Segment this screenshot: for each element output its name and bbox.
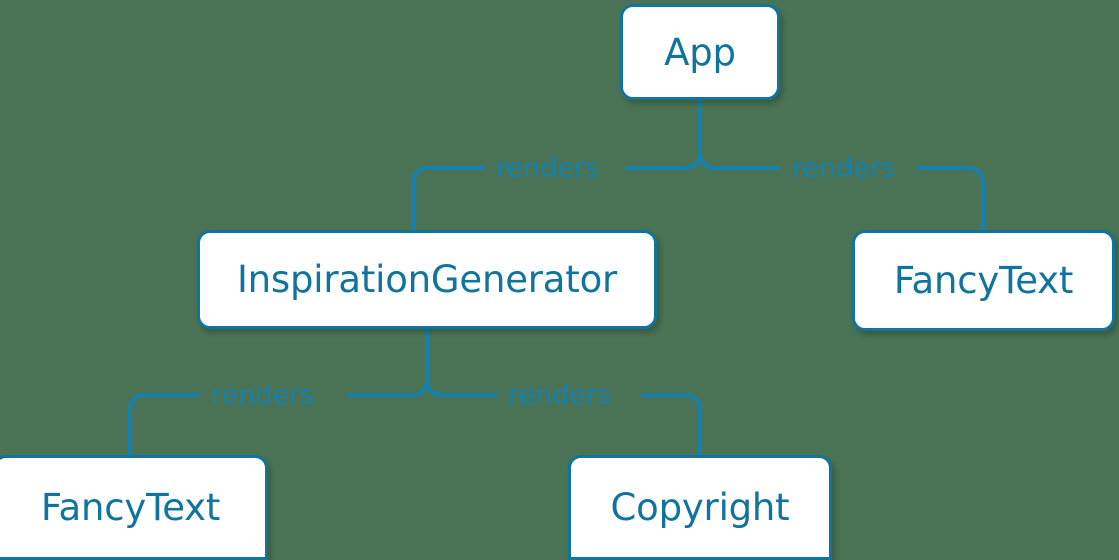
edge-label-inspirationgenerator-to-copyright: renders	[508, 380, 612, 411]
node-fancytext-left[interactable]: FancyText	[0, 455, 268, 560]
edge-ig-to-fancytext-bus-outer	[128, 393, 200, 457]
edge-ig-stem	[410, 329, 429, 397]
node-fancytext-right-label: FancyText	[893, 259, 1074, 302]
node-app[interactable]: App	[620, 4, 780, 100]
edge-app-stem	[683, 100, 702, 170]
node-app-label: App	[664, 30, 736, 74]
edge-label-inspirationgenerator-to-fancytext-left: renders	[211, 380, 315, 411]
edge-label-app-to-fancytext-right: renders	[792, 153, 896, 184]
node-inspirationgenerator-label: InspirationGenerator	[236, 258, 618, 301]
edge-ig-to-copyright-bus-outer	[641, 393, 702, 457]
node-inspirationgenerator[interactable]: InspirationGenerator	[197, 230, 657, 329]
node-fancytext-right[interactable]: FancyText	[852, 230, 1115, 331]
edge-label-app-to-inspirationgenerator: renders	[496, 153, 600, 184]
node-fancytext-left-label: FancyText	[40, 486, 221, 529]
edge-app-to-ig-bus-outer	[411, 166, 485, 232]
edge-ig-stem-right	[425, 378, 444, 397]
edge-app-stem-right	[698, 151, 717, 170]
edge-app-to-fancytext-bus-outer	[918, 166, 985, 232]
node-copyright-label: Copyright	[610, 486, 790, 529]
node-copyright[interactable]: Copyright	[568, 455, 832, 560]
